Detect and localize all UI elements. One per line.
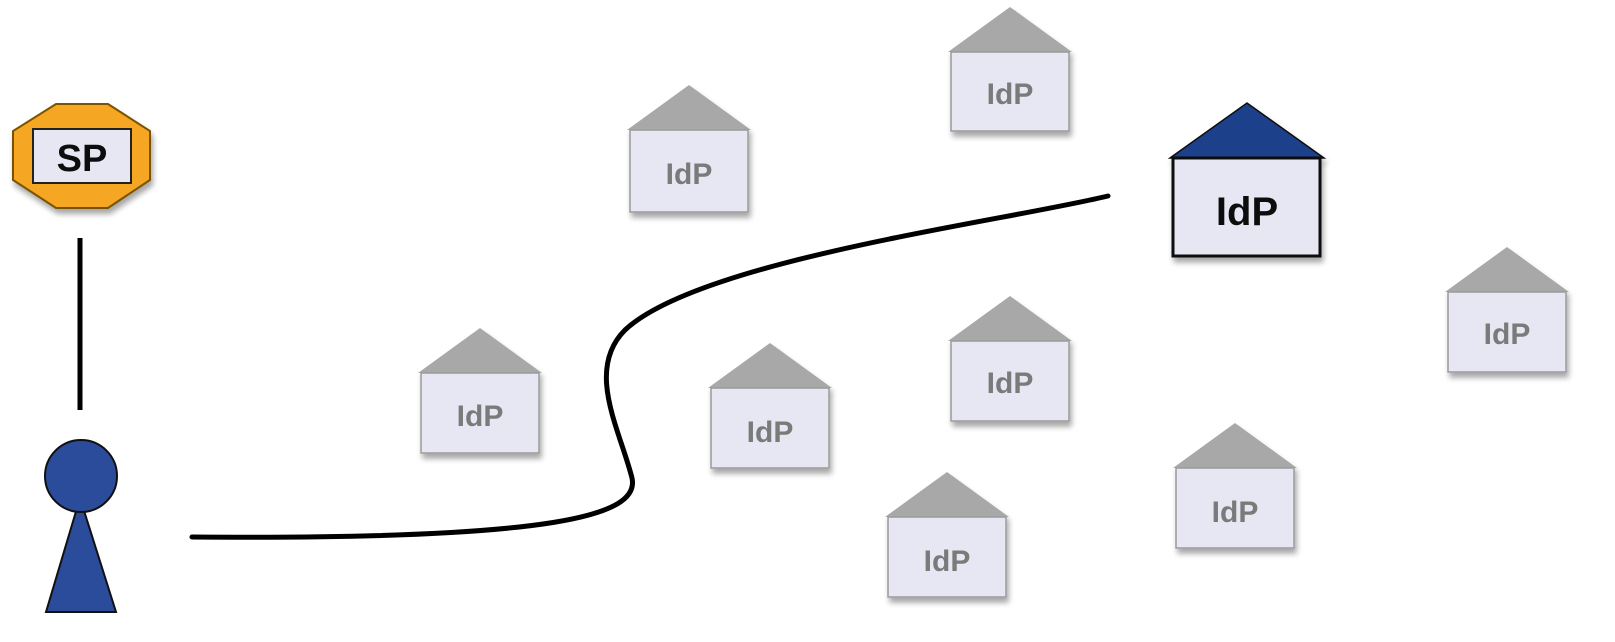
sp-node: SP (12, 103, 151, 209)
idp-roof (948, 7, 1072, 52)
idp-label: IdP (924, 545, 971, 578)
idp-roof (1173, 423, 1297, 468)
idp-house[interactable]: IdP (948, 296, 1072, 422)
idp-roof-selected (1167, 102, 1327, 159)
idp-roof (627, 85, 751, 130)
idp-body (950, 340, 1070, 422)
idp-label-selected: IdP (1216, 190, 1278, 234)
idp-body (1175, 467, 1295, 549)
idp-label: IdP (987, 78, 1034, 111)
idp-body (887, 516, 1007, 598)
idp-roof (885, 472, 1009, 517)
user-body (44, 494, 118, 613)
idp-roof (1445, 247, 1569, 292)
idp-body (1447, 291, 1567, 373)
sp-label: SP (57, 138, 108, 180)
idp-label: IdP (1484, 318, 1531, 351)
idp-body-selected (1171, 156, 1322, 258)
idp-roof (948, 296, 1072, 341)
idp-house-selected[interactable]: IdP (1167, 102, 1327, 258)
idp-house[interactable]: IdP (885, 472, 1009, 598)
idp-body (420, 372, 540, 454)
idp-body (710, 387, 830, 469)
idp-roof (418, 328, 542, 373)
idp-label: IdP (666, 158, 713, 191)
idp-label: IdP (1212, 496, 1259, 529)
idp-body (629, 129, 749, 213)
idp-label: IdP (457, 400, 504, 433)
idp-label: IdP (747, 416, 794, 449)
idp-house[interactable]: IdP (1445, 247, 1569, 373)
idp-house[interactable]: IdP (627, 85, 751, 213)
idp-house[interactable]: IdP (418, 328, 542, 454)
idp-label: IdP (987, 367, 1034, 400)
idp-body (950, 51, 1070, 132)
user-figure (44, 439, 118, 613)
sp-label-box (32, 128, 132, 184)
idp-house[interactable]: IdP (1173, 423, 1297, 549)
discovery-path (189, 193, 1111, 540)
idp-roof (708, 343, 832, 388)
idp-house[interactable]: IdP (948, 7, 1072, 132)
idp-house[interactable]: IdP (708, 343, 832, 469)
user-head (44, 439, 118, 513)
